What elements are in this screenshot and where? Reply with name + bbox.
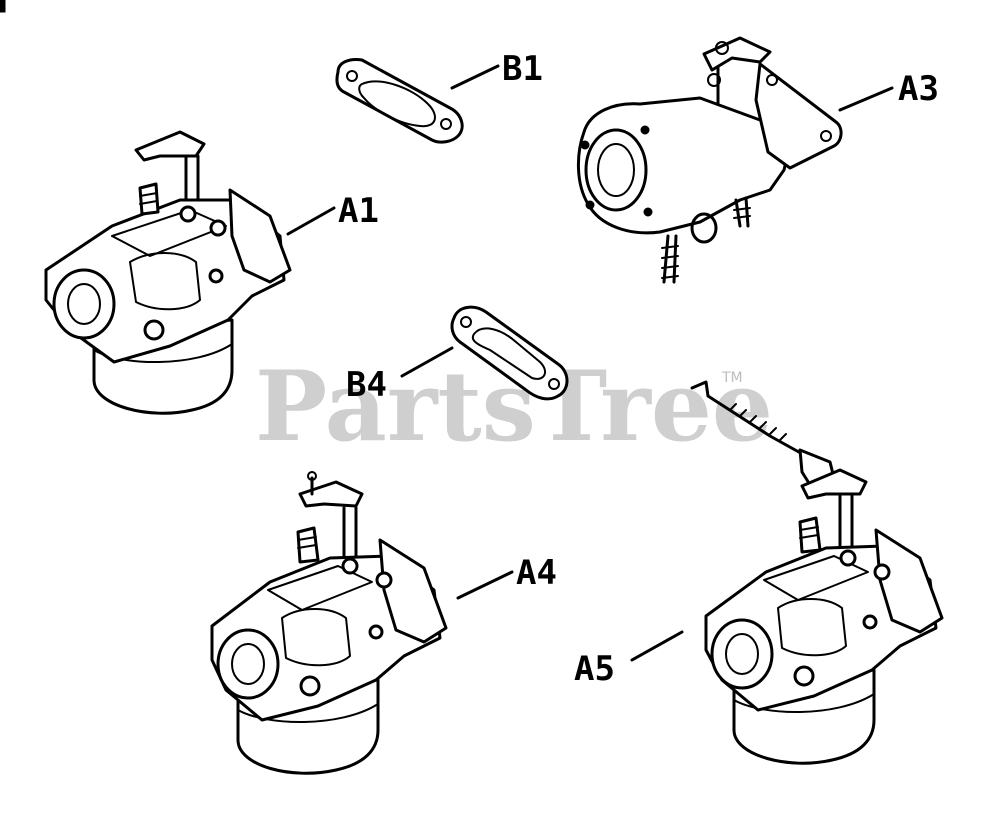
- callout-label-a4: A4: [516, 553, 557, 593]
- carburetor-a3[interactable]: [576, 36, 843, 284]
- corner-mark: [0, 0, 6, 13]
- gasket-b1[interactable]: [335, 58, 464, 144]
- callout-a4: A4: [456, 553, 557, 600]
- carburetor-a4[interactable]: [210, 471, 448, 775]
- watermark-trademark: TM: [721, 370, 743, 386]
- carburetor-a5[interactable]: [690, 380, 944, 765]
- callout-a1: A1: [286, 191, 379, 236]
- callout-a3: A3: [838, 69, 939, 112]
- gasket-b4[interactable]: [450, 305, 569, 401]
- callout-label-a3: A3: [898, 69, 939, 109]
- callout-label-b1: B1: [502, 49, 543, 89]
- callout-label-b4: B4: [346, 365, 387, 405]
- callout-b1: B1: [450, 49, 543, 90]
- callout-b4: B4: [346, 346, 454, 405]
- callout-a5: A5: [574, 630, 684, 689]
- callout-label-a1: A1: [338, 191, 379, 231]
- callout-label-a5: A5: [574, 649, 615, 689]
- carburetor-a1[interactable]: [44, 130, 292, 415]
